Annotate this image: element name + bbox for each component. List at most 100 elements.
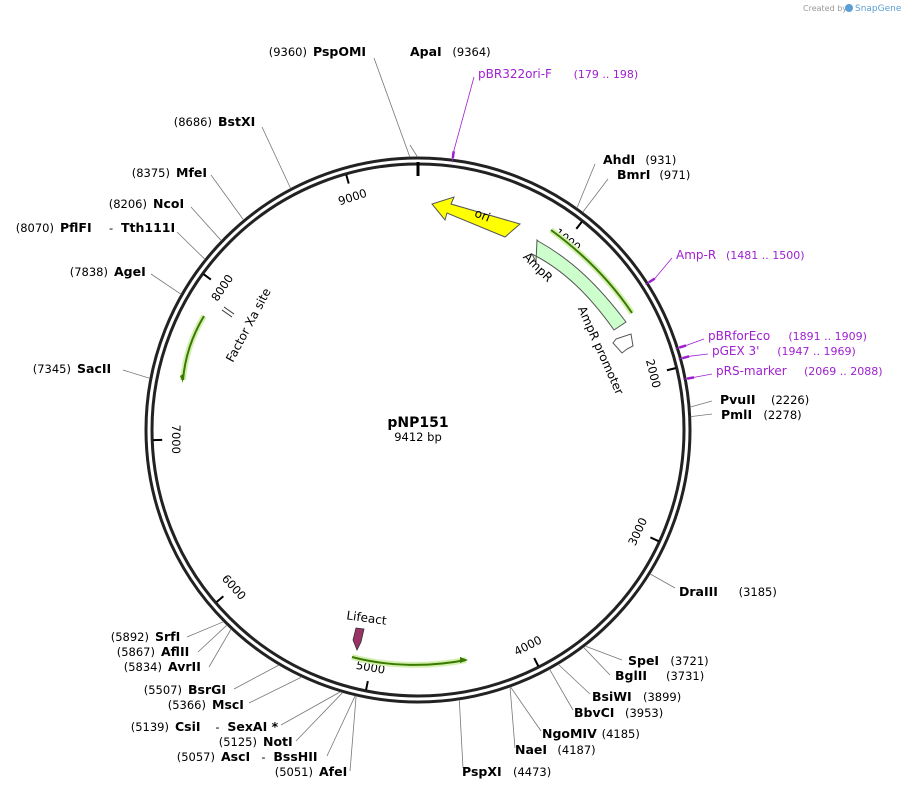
site-asci[interactable]: (5057)AscI-BssHII — [177, 749, 318, 764]
site-name: BsrGI — [188, 682, 226, 697]
site-name: AfeI — [319, 764, 347, 779]
primer-leader-2 — [675, 345, 687, 350]
primer-leader-ext-1 — [654, 257, 673, 279]
primer-3[interactable]: pGEX 3'(1947 .. 1969) — [712, 344, 856, 358]
site-name: ApaI — [410, 44, 442, 59]
site-name: NotI — [263, 734, 293, 749]
primer-leader-ext-0 — [453, 76, 475, 152]
site-name: BstXI — [218, 114, 255, 129]
feature-ampr-promoter[interactable]: AmpR promoter — [575, 304, 634, 397]
snapgene-logo-icon — [845, 4, 853, 12]
tick-mark-5000 — [365, 680, 369, 691]
site-name: NaeI — [515, 742, 547, 757]
credit-brand: SnapGene — [855, 4, 901, 14]
leader-PspOMI — [373, 57, 411, 158]
leader-AvrII — [208, 628, 232, 668]
primer-2[interactable]: pBRforEco(1891 .. 1909) — [708, 329, 867, 343]
site-position: (3953) — [625, 706, 663, 720]
site-bsrgi[interactable]: (5507)BsrGI — [144, 682, 226, 697]
site-name: PspOMI — [313, 44, 366, 59]
primer-leader-ext-2 — [685, 338, 705, 346]
primer-leader-1 — [645, 278, 655, 285]
feature-ori[interactable]: ori — [431, 196, 522, 238]
site-name: NcoI — [153, 196, 184, 211]
site-pmli[interactable]: PmlI(2278) — [721, 407, 802, 422]
tick-mark-8000 — [203, 273, 212, 281]
site-position: (5892) — [111, 630, 149, 644]
leader-BstXI — [261, 126, 292, 189]
site-bglii[interactable]: BglII(3731) — [615, 668, 704, 683]
site-bbvci[interactable]: BbvCI (3953) — [574, 705, 663, 720]
site-bsiwi[interactable]: BsiWI(3899) — [592, 689, 681, 704]
primer-leader-ext-3 — [689, 353, 709, 357]
site-noti[interactable]: (5125)NotI — [219, 734, 293, 749]
site-name: BglII — [615, 668, 647, 683]
site-position: (5834) — [124, 660, 162, 674]
leader-PmlI — [690, 413, 713, 418]
ampr-translation-arc — [550, 229, 633, 314]
site-name: MfeI — [176, 165, 207, 180]
site-draiii[interactable]: DraIII(3185) — [679, 584, 777, 599]
site-apai[interactable]: ApaI(9364) — [410, 44, 491, 59]
primer-leader-3 — [678, 355, 690, 360]
site-csii[interactable]: (5139)CsiI-SexAI * — [131, 719, 279, 734]
site-position: (5051) — [275, 765, 313, 779]
site-ncoi[interactable]: (8206) NcoI — [109, 196, 184, 211]
lifeact-arrow — [352, 627, 365, 651]
site-name: DraIII — [679, 584, 718, 599]
feature-factor-xa-site[interactable]: Factor Xa site — [221, 286, 274, 365]
site-position: (5139) — [131, 720, 169, 734]
site-pspomi[interactable]: (9360)PspOMI — [269, 44, 366, 59]
leader-NaeI — [509, 686, 516, 749]
site-spei[interactable]: SpeI(3721) — [628, 653, 709, 668]
leader-PspXI — [458, 699, 464, 769]
ori-label: ori — [473, 206, 493, 225]
site-srfi[interactable]: (5892)SrfI — [111, 629, 181, 644]
site-position: (8206) — [109, 197, 147, 211]
site-name: BbvCI — [574, 705, 614, 720]
feature-lifeact[interactable]: Lifeact — [346, 608, 388, 651]
site-ngomiv[interactable]: NgoMIV(4185) — [542, 726, 640, 741]
plasmid-length: 9412 bp — [394, 430, 442, 444]
leader-SpeI — [584, 645, 623, 661]
primer-4[interactable]: pRS-marker(2069 .. 2088) — [716, 364, 883, 378]
site-pflfi[interactable]: (8070)PflFI-Tth111I — [16, 220, 175, 235]
primer-0[interactable]: pBR322ori-F(179 .. 198) — [478, 67, 638, 81]
tick-mark-4000 — [533, 657, 540, 667]
site-position: (7345) — [33, 362, 71, 376]
site-position: (971) — [659, 168, 690, 182]
site-name-secondary: SexAI * — [227, 719, 278, 734]
site-agei[interactable]: (7838)AgeI — [70, 264, 146, 279]
site-aflii[interactable]: (5867)AflII — [117, 644, 190, 659]
primer-range: (1481 .. 1500) — [726, 249, 805, 262]
site-mfei[interactable]: (8375)MfeI — [132, 165, 207, 180]
site-separator: - — [109, 221, 113, 235]
site-naei[interactable]: NaeI(4187) — [515, 742, 596, 757]
site-position: (5867) — [117, 645, 155, 659]
site-afei[interactable]: (5051) AfeI — [275, 764, 348, 779]
primer-leader-4 — [683, 376, 695, 380]
site-msci[interactable]: (5366) MscI — [168, 697, 244, 712]
site-bstxi[interactable]: (8686)BstXI — [174, 114, 255, 129]
site-bmri[interactable]: BmrI (971) — [617, 167, 690, 182]
site-ahdi[interactable]: AhdI(931) — [603, 152, 676, 167]
tick-label-3000: 3000 — [625, 515, 650, 547]
site-avrii[interactable]: (5834)AvrII — [124, 659, 201, 674]
primer-1[interactable]: Amp-R(1481 .. 1500) — [676, 248, 805, 262]
site-name: AhdI — [603, 152, 635, 167]
leader-MscI — [248, 676, 302, 704]
site-position: (3899) — [643, 690, 681, 704]
leader-SacII — [122, 369, 151, 379]
ampr-promoter-arrow — [612, 333, 634, 354]
leader-MfeI — [210, 174, 244, 221]
site-name: BmrI — [617, 167, 650, 182]
site-pvuii[interactable]: PvuII(2226) — [720, 392, 809, 407]
factor-xa-label: Factor Xa site — [223, 286, 274, 365]
leader-AscI — [326, 695, 356, 757]
site-position: (5366) — [168, 698, 206, 712]
site-sacii[interactable]: (7345)SacII — [33, 361, 111, 376]
site-name: MscI — [212, 697, 244, 712]
leader-DraIII — [649, 573, 676, 589]
site-pspxi[interactable]: PspXI(4473) — [462, 764, 551, 779]
tick-mark-3000 — [649, 536, 659, 543]
